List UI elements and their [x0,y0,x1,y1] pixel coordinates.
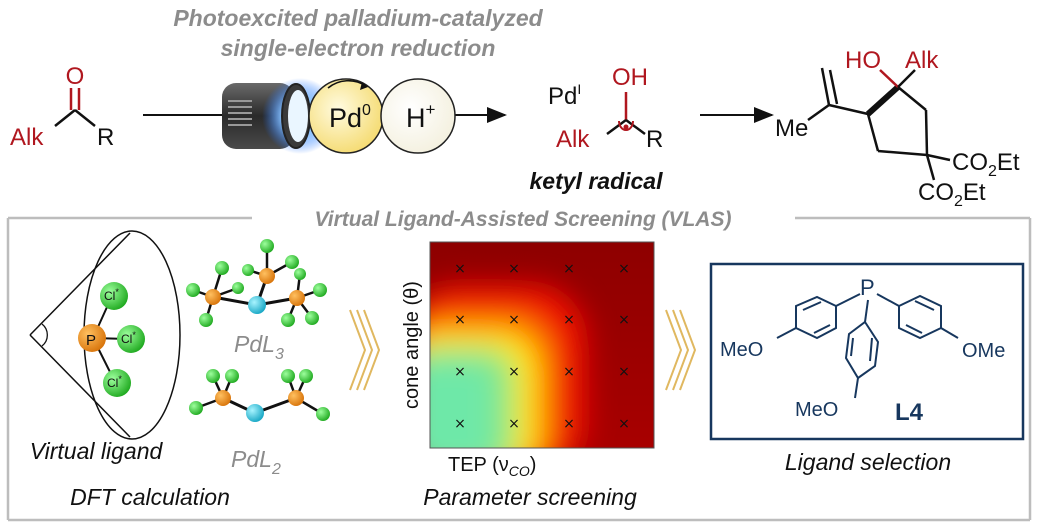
pdl3-structure [186,239,327,327]
heatmap-marker: × [508,312,520,328]
intermediate-r-label: R [646,126,663,153]
ligand-ome-right: OMe [962,340,1005,362]
heatmap-ylabel: cone angle (θ) [401,281,423,409]
product-ho-label: HO [845,47,881,74]
heatmap-marker: × [618,261,630,277]
virtual-cl-label-2: Cl* [121,330,136,346]
heatmap-marker: × [618,364,630,380]
virtual-ligand-cone: P Cl* Cl* Cl* [29,230,181,440]
scheme-title-line2: single-electron reduction [221,35,496,61]
heatmap-marker: × [563,261,575,277]
heatmap-markers: × × × × × × × × × × × × × × × × [454,261,630,432]
screening-caption: Parameter screening [423,484,637,510]
heatmap-marker: × [563,312,575,328]
reactant-r-label: R [97,124,114,151]
heatmap-marker: × [454,312,466,328]
chevron-arrow-right-icon [665,309,697,391]
proton-source: H+ [380,78,456,154]
virtual-cl-label-3: Cl* [107,374,122,390]
scheme-title-line1: Photoexcited palladium-catalyzed [173,5,543,31]
ketyl-radical-intermediate: PdI OH Alk R [548,64,663,153]
virtual-cl-label-1: Cl* [104,287,119,303]
ligand-meo-bottom: MeO [795,399,838,421]
ligand-selection-caption: Ligand selection [785,449,951,475]
reactant-alk-label: Alk [10,124,44,151]
heatmap-marker: × [508,416,520,432]
heatmap-xlabel: TEP (νCO) [448,454,536,479]
pd0-label: Pd0 [329,102,371,133]
heatmap-marker: × [618,312,630,328]
ligand-selection-box [709,262,1025,441]
heatmap-marker: × [508,261,520,277]
triarylphosphine-structure [776,293,959,399]
heatmap-marker: × [454,261,466,277]
heatmap-marker: × [563,416,575,432]
product-ester-2: CO2Et [918,179,986,210]
ligand-meo-left: MeO [720,339,763,361]
pdl3-label: PdL3 [234,331,284,363]
dft-caption: DFT calculation [70,484,230,510]
h-plus-label: H+ [406,100,436,133]
reactant-o-label: O [66,63,85,90]
parameter-heatmap [429,241,655,449]
ketone-reactant: O Alk R [10,63,114,151]
ligand-id-label: L4 [895,399,924,426]
heatmap-marker: × [454,416,466,432]
heatmap-marker: × [454,364,466,380]
intermediate-alk-label: Alk [556,126,590,153]
virtual-ligand-caption: Virtual ligand [30,438,164,464]
chevron-arrow-left-icon [349,309,381,391]
intermediate-pd-label: PdI [548,81,581,110]
vlas-title: Virtual Ligand-Assisted Screening (VLAS) [315,208,732,231]
heatmap-marker: × [563,364,575,380]
heatmap-marker: × [618,416,630,432]
product-ester-1: CO2Et [952,149,1020,180]
intermediate-oh-label: OH [612,64,648,91]
pdl2-label: PdL2 [231,446,281,478]
heatmap-marker: × [508,364,520,380]
cyclopentanol-product: HO Alk Me CO2Et CO2Et [775,47,1020,210]
pdl2-structure [189,369,330,422]
vlas-frame [6,216,1032,522]
virtual-p-label: P [86,332,96,349]
product-me-label: Me [775,115,808,142]
pd0-catalyst: Pd0 [308,78,384,154]
ligand-p-label: P [860,275,875,300]
ketyl-radical-label: ketyl radical [530,168,664,194]
product-alk-label: Alk [905,47,939,74]
